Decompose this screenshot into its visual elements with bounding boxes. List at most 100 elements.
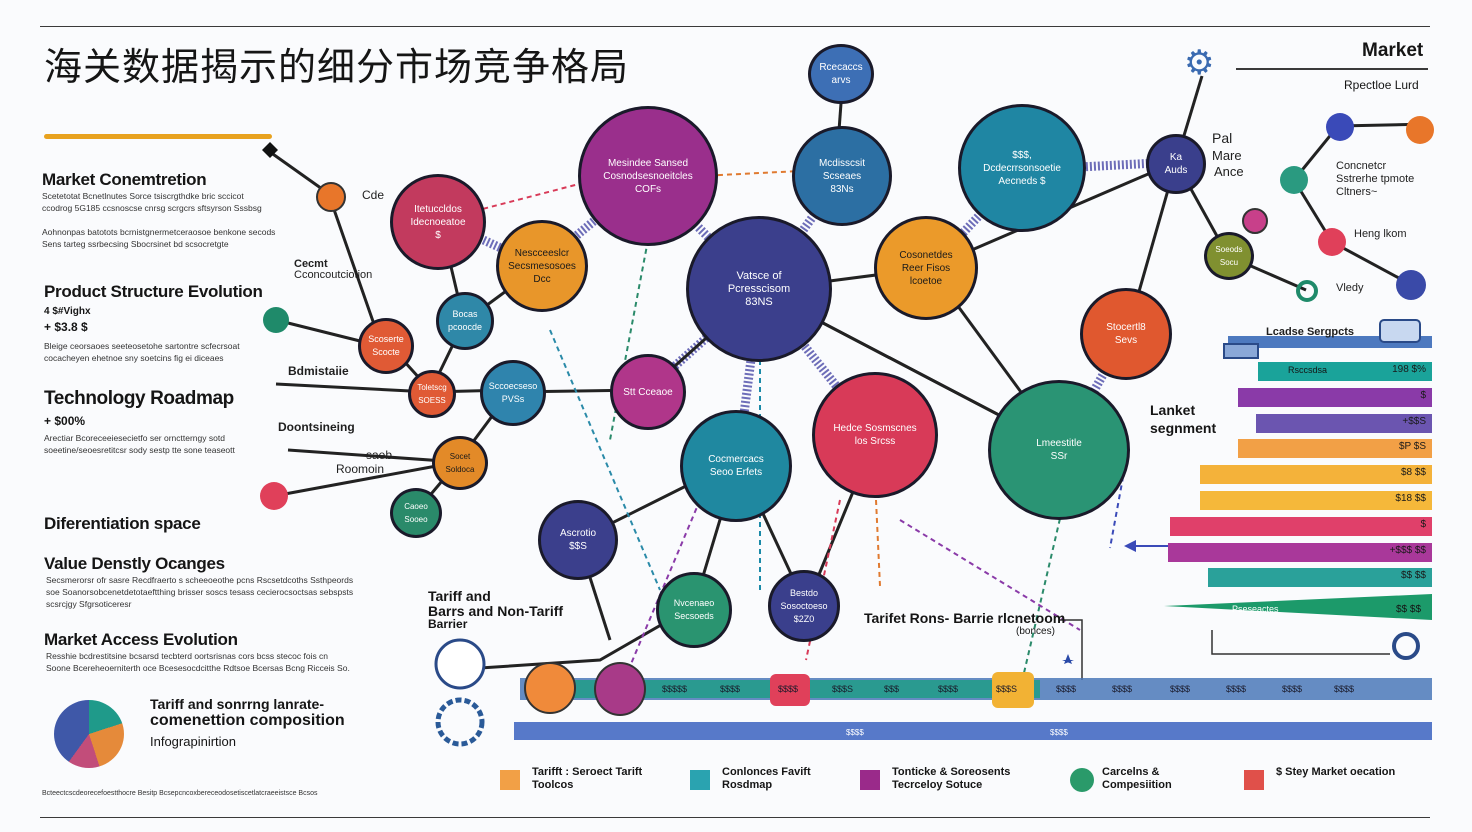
label-market-segment-2: segnment (1150, 420, 1217, 436)
marker-ring-right (1296, 280, 1318, 302)
infographic-line2: comenettion composition (150, 712, 345, 729)
node-nescceeslcr-l2: Secsmesosoes (508, 260, 576, 272)
segment-value-8: $$ $$ (1400, 570, 1426, 582)
label-consumer-3: Cltners~ (1336, 186, 1378, 198)
segment-value-6: $ (1420, 518, 1426, 530)
node-bestdo-l2: Sosoctoeso (780, 600, 828, 611)
node-mesindee-l1: Mesindee Sansed (607, 157, 689, 169)
node-ascrotio-l2: $$S (569, 541, 587, 552)
segment-value-3: $P $S (1398, 441, 1426, 453)
node-hedce-l2: los Srcss (854, 436, 896, 447)
marker-red-left (260, 482, 288, 510)
product-structure-line2: cocacheyen ehetnoe sny soetcins fig ei d… (44, 353, 224, 363)
node-value-l3: 83NS (745, 295, 773, 308)
node-sccoecseso-l2: PVSs (501, 394, 525, 404)
technology-roadmap-heading: Technology Roadmap (44, 388, 234, 409)
gear-icon: ⚙ (1184, 44, 1215, 82)
node-socet-l1: Socet (449, 452, 471, 461)
legend-label-line1: $ Stey Market oecation (1276, 766, 1396, 778)
legend-label-line1: Conlonces Favift (722, 766, 811, 778)
segment-value-9: $$ $$ (1396, 604, 1422, 615)
label-tariff-nontariff-3: Barrier (428, 617, 468, 631)
legend-label-3: Carcelns &Compesiition (1102, 766, 1172, 792)
node-soeods-l1: Soeods (1215, 245, 1243, 254)
node-ascrotio[interactable]: Ascrotio $$S (538, 500, 618, 580)
segment-bar-7[interactable]: +$$$ $$ (1168, 542, 1432, 562)
segment-bar-1[interactable]: $ (1238, 387, 1432, 407)
marker-orange-top-right (1406, 116, 1434, 144)
node-bocas-l1: Bocas (452, 309, 478, 319)
title-accent-bar (44, 134, 272, 139)
timeline-label-3: $$$S (832, 684, 854, 694)
node-ka-auds-l2: Auds (1164, 165, 1188, 176)
segment-value-2: +$$S (1402, 415, 1426, 427)
technology-roadmap-line2: soeetine/seoesretitcsr sody sestp tte so… (44, 445, 235, 455)
segment-bar-4[interactable]: $8 $$ (1200, 465, 1432, 485)
segment-bar-6[interactable]: $ (1170, 516, 1432, 536)
label-doontsneing: Doontsineing (278, 420, 355, 434)
node-nescceeslcr-l3: Dcc (533, 273, 551, 285)
node-itetuccldos-l1: Itetuccldos (414, 203, 462, 215)
market-concentration-heading: Market Conemtretion (42, 170, 207, 189)
node-rcecaccs-l2: arvs (831, 75, 851, 86)
timeline-label-12: $$$$ (1334, 684, 1355, 694)
timeline-label-4: $$$ (884, 684, 900, 694)
technology-roadmap-line1: Arectiar Bcoreceeiesecietfo ser ornctter… (44, 433, 225, 443)
label-vledy: Vledy (1336, 282, 1364, 294)
segment-bar-8[interactable]: $$ $$ (1208, 568, 1432, 588)
node-mcdisscsit-l1: Mcdisscsit (818, 157, 866, 169)
node-dcdecrrsonsoetie-l2: Dcdecrrsonsoetie (983, 162, 1061, 174)
label-region-1: Pal (1212, 130, 1233, 146)
node-nvcenaeo-l1: Nvcenaeo (673, 598, 715, 608)
timeline-orange-node[interactable] (524, 662, 576, 714)
segment-label-9: Pseseactes (1232, 604, 1279, 614)
node-itetuccldos-l2: Idecnoeatoe (410, 216, 466, 228)
marker-navy-right (1396, 270, 1426, 300)
market-access-heading: Market Access Evolution (44, 630, 238, 649)
segment-bar-5[interactable]: $18 $$ (1200, 491, 1432, 510)
node-cosonetdes-l1: Cosonetdes (899, 249, 953, 261)
marker-cde (316, 182, 346, 212)
label-cconc: Cconcoutciotion (294, 269, 373, 281)
timeline-label-9: $$$$ (1170, 684, 1191, 694)
label-saeb: saeb (366, 448, 393, 462)
segment-value-7: +$$$ $$ (1389, 544, 1426, 556)
marker-blue-top-right (1326, 113, 1354, 141)
node-stt-cceaoe[interactable]: Stt Cceaoe (610, 354, 686, 430)
node-toletscg-l1: Toletscg (417, 383, 447, 392)
segment-bar-2[interactable]: +$$S (1256, 413, 1432, 433)
node-stt-cceaoe-l1: Stt Cceaoe (623, 386, 673, 398)
segment-bar-3[interactable]: $P $S (1238, 439, 1432, 459)
timeline-purple-node[interactable] (594, 662, 646, 716)
timeline-label-8: $$$$ (1112, 684, 1133, 694)
node-mesindee-l2: Cosnodsesnoeitcles (603, 170, 693, 182)
segment-value-1: $ (1420, 389, 1426, 401)
segment-label-0: Rsccsdsa (1288, 365, 1328, 375)
node-ascrotio-l1: Ascrotio (559, 528, 597, 539)
label-market-segment-1: Lanket (1150, 402, 1196, 418)
